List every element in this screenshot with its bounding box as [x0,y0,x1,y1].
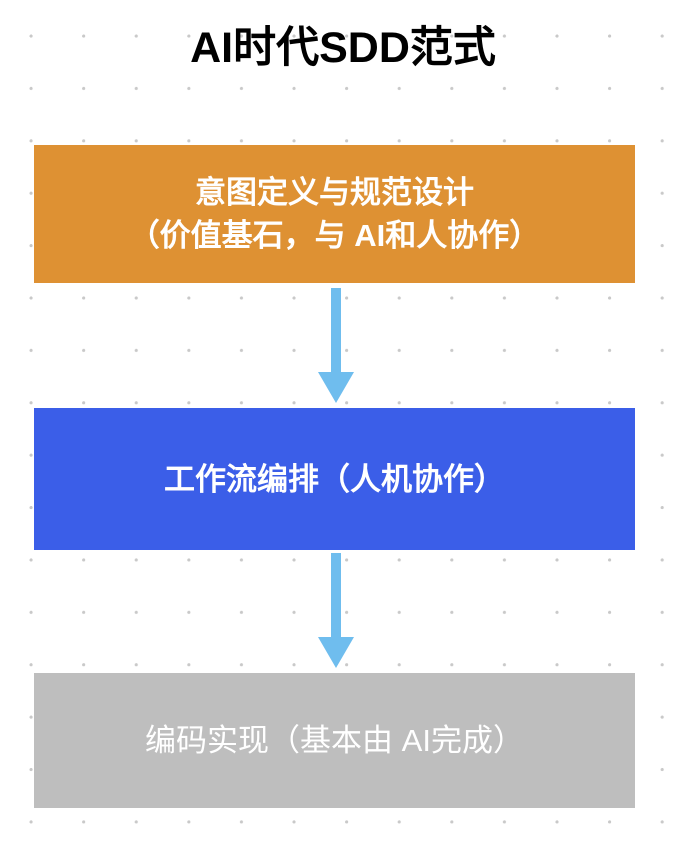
flow-node-workflow[interactable]: 工作流编排（人机协作） [34,408,635,550]
flow-node-intent[interactable]: 意图定义与规范设计 （价值基石，与 AI和人协作） [34,145,635,283]
flow-node-workflow-line-1: 工作流编排（人机协作） [164,461,505,497]
page-title: AI时代SDD范式 [190,24,496,72]
flow-node-intent-line-1: 意图定义与规范设计 [195,175,474,210]
flow-node-intent-line-2: （价值基石，与 AI和人协作） [128,218,541,253]
flow-node-coding[interactable]: 编码实现（基本由 AI完成） [34,673,635,808]
down-arrow-icon-workflow-to-coding [318,553,354,668]
flow-node-coding-text: 编码实现（基本由 AI完成） [34,719,635,762]
down-arrow-icon-intent-to-workflow [318,288,354,403]
flow-node-coding-line-1: 编码实现（基本由 AI完成） [145,723,524,758]
flow-node-workflow-text: 工作流编排（人机协作） [34,458,635,501]
flow-node-intent-text: 意图定义与规范设计 （价值基石，与 AI和人协作） [34,171,635,257]
